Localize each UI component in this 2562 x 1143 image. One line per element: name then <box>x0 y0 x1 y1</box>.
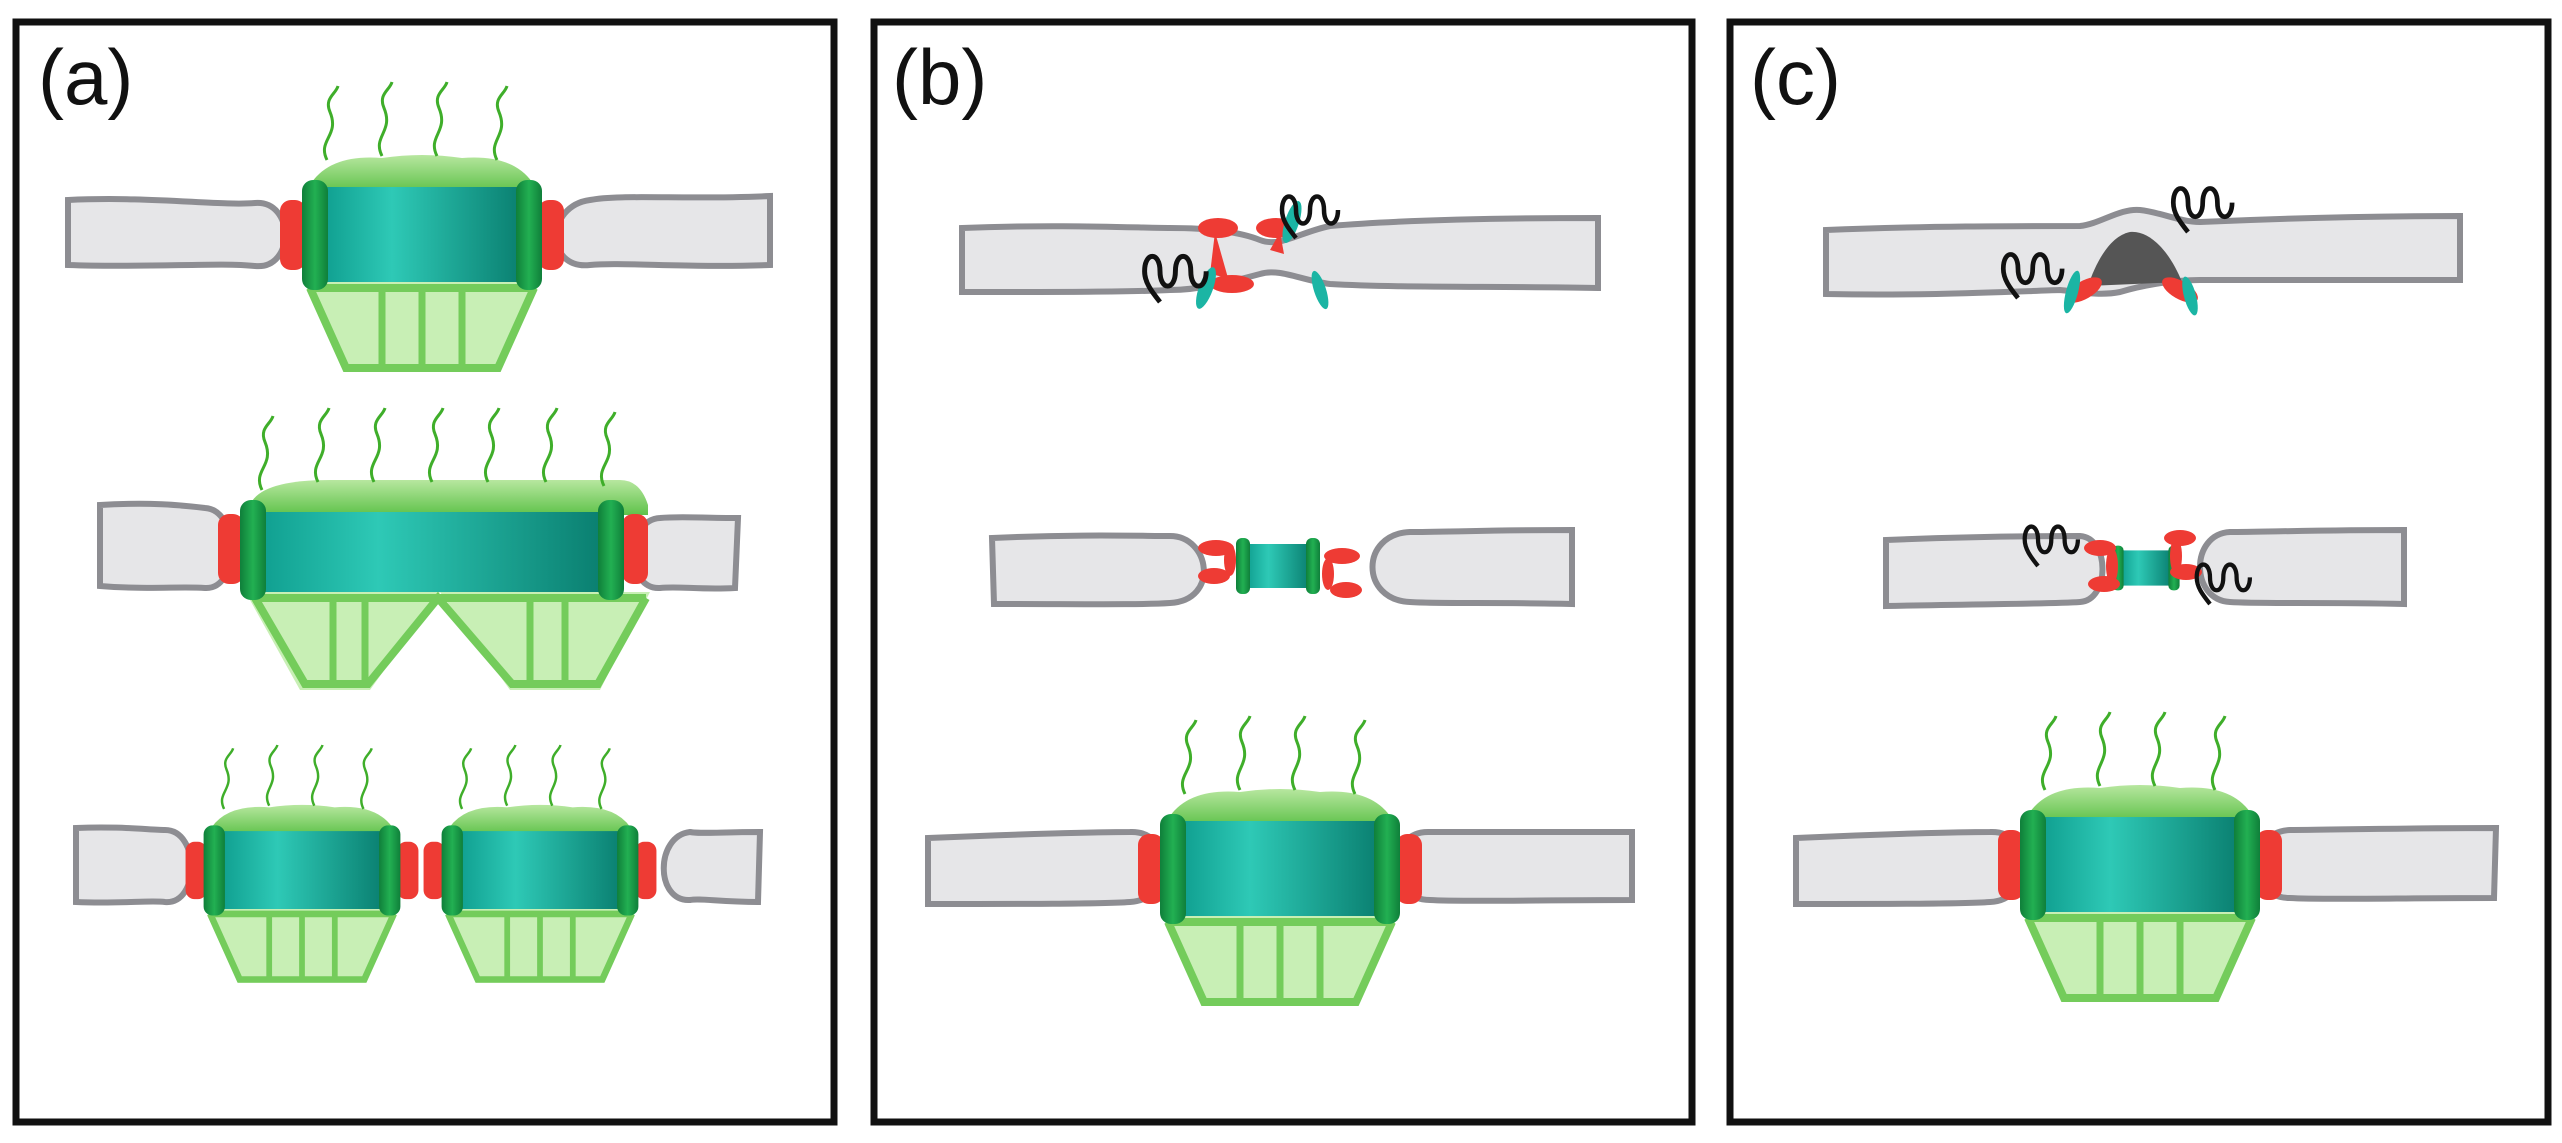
panel-b-border <box>870 18 1696 1126</box>
panel-a-row-3 <box>73 745 764 983</box>
nuclear-membrane-icon <box>1393 828 1635 904</box>
panel-c-border <box>1726 18 2552 1126</box>
nuclear-membrane-icon <box>97 500 235 592</box>
panel-a-row-2 <box>97 407 742 690</box>
panel-b-row-1 <box>959 197 1601 310</box>
panel-c-row-1 <box>1823 188 2463 316</box>
nuclear-pore-complex-icon <box>1138 716 1422 1006</box>
transmembrane-protein-icon <box>1196 200 1329 310</box>
elongated-npc-icon <box>218 407 650 690</box>
nuclear-membrane-icon <box>988 532 1207 608</box>
panel-a-label: (a) <box>38 33 133 121</box>
nuclear-membrane-icon <box>1793 828 2027 908</box>
panel-a: (a) <box>12 18 838 1126</box>
transmembrane-protein-icon <box>1198 540 1362 598</box>
nuclear-pore-complex-icon <box>280 82 564 372</box>
panel-c-label: (c) <box>1750 33 1841 121</box>
small-nuclear-pore-icon <box>1236 538 1320 594</box>
panel-c-row-2 <box>1883 526 2407 610</box>
nuclear-pore-complex-icon <box>186 745 419 983</box>
panel-b: (b) <box>870 18 1696 1126</box>
panel-a-row-1 <box>65 82 773 372</box>
nuclear-membrane-icon <box>1883 532 2106 610</box>
nuclear-membrane-icon <box>660 828 764 906</box>
transmembrane-protein-icon <box>2084 530 2202 592</box>
nuclear-membrane-icon <box>2253 824 2500 902</box>
nuclear-membrane-icon <box>630 514 742 592</box>
panel-c: (c) <box>1726 18 2552 1126</box>
nuclear-pore-complex-icon <box>424 745 657 983</box>
transmembrane-protein-icon <box>2063 270 2198 316</box>
nuclear-membrane-icon <box>2197 526 2407 608</box>
nuclear-membrane-icon <box>959 214 1601 296</box>
panel-b-row-2 <box>988 526 1575 608</box>
nuclear-membrane-icon <box>65 196 288 270</box>
panel-a-border <box>12 18 838 1126</box>
nuclear-membrane-icon <box>1369 526 1575 608</box>
inner-membrane-bulge-icon <box>2088 231 2182 286</box>
nuclear-membrane-icon <box>553 192 773 269</box>
nuclear-pore-complex-icon <box>1998 712 2282 1002</box>
nuclear-membrane-icon <box>73 824 195 906</box>
panel-b-row-3 <box>925 716 1635 1006</box>
nuclear-membrane-icon <box>925 828 1167 908</box>
panel-b-label: (b) <box>892 33 987 121</box>
panel-c-row-3 <box>1793 712 2500 1002</box>
small-nuclear-pore-icon <box>2112 545 2180 591</box>
